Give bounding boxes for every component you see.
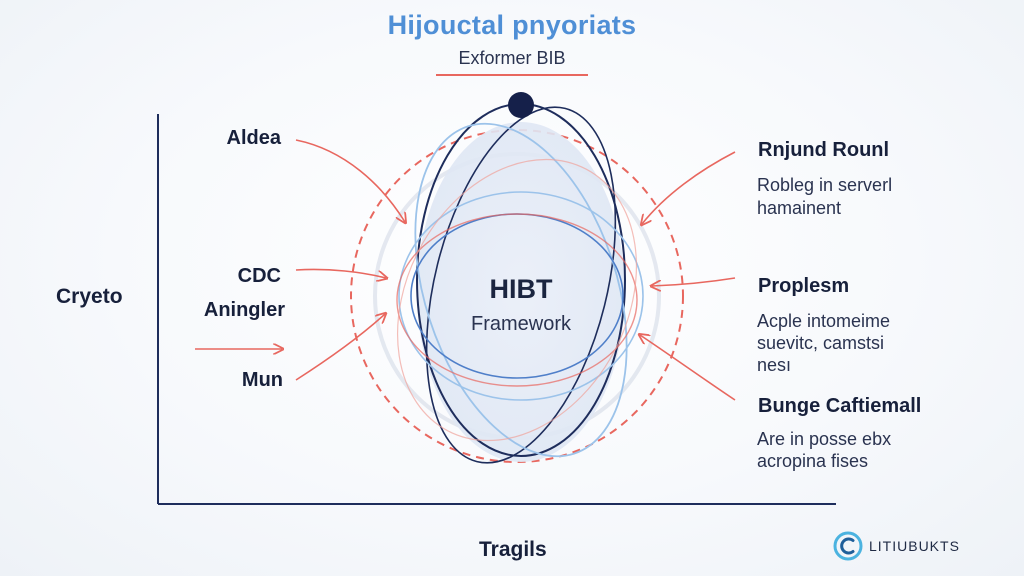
right-item-desc-bunge-2: acropina fises	[757, 451, 869, 471]
diagram-title: Hijouctal pnyoriats	[387, 10, 637, 40]
arrow-cdc	[295, 268, 386, 278]
right-item-desc-proplesm-1: Acple intomeime	[757, 311, 891, 331]
x-axis-label: Tragils	[479, 538, 547, 561]
orbit-navy-2	[425, 106, 617, 464]
right-item-label-rnjund: Rnjund Rounl	[758, 139, 890, 161]
right-item-desc-rnjund-2: hamainent	[757, 198, 842, 218]
right-item-desc-bunge-1: Are in posse ebx	[757, 429, 892, 449]
y-axis-label: Cryeto	[56, 285, 123, 308]
orbit-lightblue-2	[398, 191, 644, 401]
center-subtitle: Framework	[470, 313, 571, 335]
dashed-boundary-ring	[350, 129, 684, 463]
left-label-aningler: Aningler	[203, 299, 285, 321]
left-label-cdc: CDC	[237, 265, 281, 287]
right-item-desc-proplesm-2: suevitc, camstsi	[757, 333, 885, 353]
arrow-rnjund	[642, 151, 736, 224]
left-label-mun: Mun	[241, 369, 283, 391]
right-item-label-bunge: Bunge Caftiemall	[758, 395, 922, 417]
right-item-desc-proplesm-3: nesı	[757, 355, 792, 375]
arrow-aldea	[295, 139, 405, 222]
orbit-red-2	[396, 158, 638, 442]
arrow-mun	[295, 314, 385, 381]
brand-c-logo-icon	[833, 531, 863, 561]
core-ellipse	[417, 122, 625, 462]
top-node	[508, 92, 534, 118]
brand-name: LITIUBUKTS	[869, 538, 960, 554]
subtitle-underline	[436, 74, 588, 76]
arrow-bunge	[640, 335, 736, 401]
left-label-aldea: Aldea	[226, 127, 281, 149]
arrow-proplesm	[652, 277, 736, 286]
diagram-subtitle: Exformer BIB	[458, 48, 566, 68]
center-title: HIBT	[489, 274, 553, 304]
orbit-red-1	[396, 213, 638, 387]
right-item-label-proplesm: Proplesm	[758, 275, 850, 297]
brand-logo: LITIUBUKTS	[833, 531, 960, 561]
right-item-desc-rnjund-1: Robleg in serverl	[757, 175, 893, 195]
